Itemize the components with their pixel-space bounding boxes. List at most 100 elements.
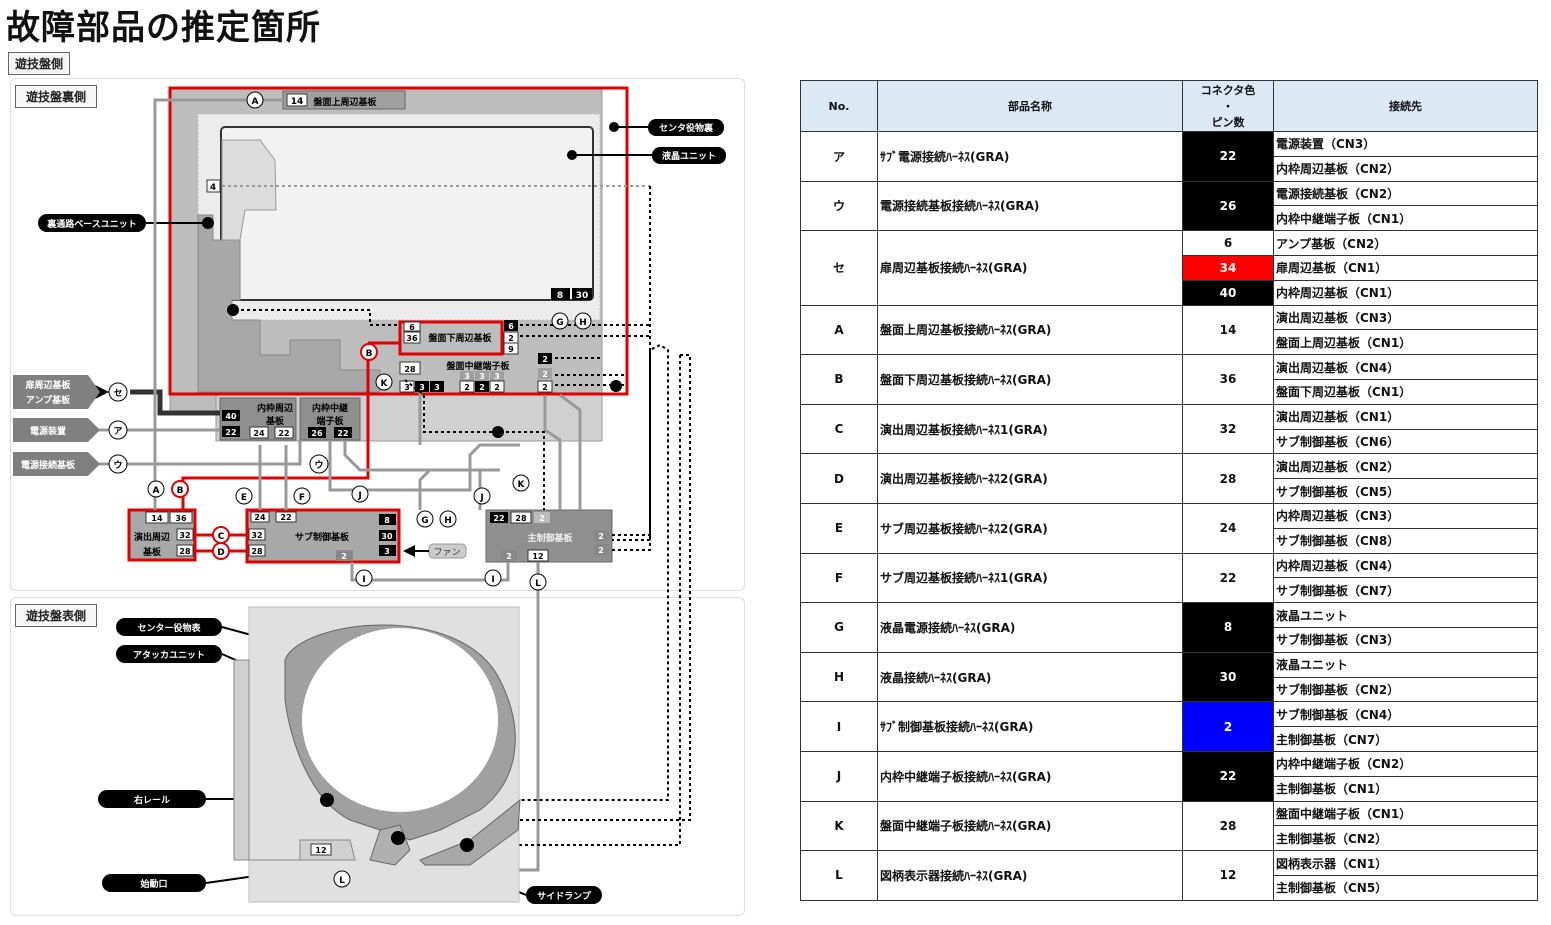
pin-36-lower [403, 331, 421, 344]
cell-dest: 電源接続基板（CN2） [1273, 180, 1538, 207]
dot-front-2 [391, 831, 405, 845]
ens-pin-32: 32 [179, 531, 190, 540]
cell-name: 盤面上周辺基板接続ﾊｰﾈｽ(GRA) [877, 304, 1183, 356]
marker-c: C [218, 532, 225, 542]
pin-26 [308, 427, 326, 438]
pin-30-lcd-text: 30 [576, 291, 589, 301]
power-unit-shape [13, 418, 100, 442]
callouts: センタ役物裏 液晶ユニット 裏通路ベースユニット センター役物表 アタッカユニッ… [38, 119, 726, 904]
main-board-label: 主制御基板 [527, 532, 573, 544]
cell-pins: 2 [1182, 701, 1274, 752]
cell-pins: 22 [1182, 750, 1274, 802]
wire-u-kana [86, 440, 302, 466]
ens-pin-28: 28 [179, 547, 191, 556]
cell-name: サブ周辺基板接続ﾊｰﾈｽ1(GRA) [877, 552, 1183, 604]
callout-start-port: 始動口 [140, 878, 167, 890]
cell-no: A [800, 304, 878, 356]
cell-dest: 主制御基板（CN7） [1273, 726, 1538, 752]
cell-pins: 28 [1182, 453, 1274, 504]
cell-dest: サブ制御基板（CN7） [1273, 577, 1538, 604]
header-name: 部品名称 [877, 80, 1183, 132]
pin-2-r-text: 2 [508, 334, 514, 343]
sub-pin-22: 22 [280, 513, 291, 522]
cell-dest: 盤面上周辺基板（CN1） [1273, 329, 1538, 356]
relay-pin-3b: 3 [419, 383, 425, 392]
wire-se [130, 389, 220, 416]
relay-pin-3e: 3 [479, 372, 485, 381]
callout-side-lamp: サイドランプ [537, 890, 592, 902]
marker-u-kana: ウ [113, 460, 122, 471]
power-board-shape [13, 452, 100, 476]
table-row: 盤面上周辺基板（CN1） [801, 329, 1538, 356]
cell-no: H [800, 651, 878, 703]
dot-front-1 [320, 793, 334, 807]
cell-no: E [800, 502, 878, 554]
sub-pin-8: 8 [384, 516, 390, 525]
dot-relay [610, 380, 622, 392]
cell-dest: 盤面中継端子板（CN1） [1273, 800, 1538, 827]
pin-6-r [504, 320, 518, 331]
pin-14-upper-text: 14 [291, 97, 304, 107]
cell-dest: サブ制御基板（CN8） [1273, 527, 1538, 554]
upper-board-label: 盤面上周辺基板 [312, 96, 377, 108]
pin-28-relay [399, 361, 421, 375]
relay-pin-3c: 3 [434, 383, 440, 392]
table-row: サブ制御基板（CN5） [801, 478, 1538, 504]
cell-name: 電源接続基板接続ﾊｰﾈｽ(GRA) [877, 180, 1183, 232]
main-pin-12: 12 [532, 552, 543, 561]
callout-lcd: 液晶ユニット [662, 150, 716, 162]
cell-dest: 図柄表示器（CN1） [1273, 850, 1538, 876]
pin-22-inner [222, 426, 240, 437]
sub-pin-28: 28 [251, 547, 263, 556]
marker-a-top: A [252, 97, 259, 107]
sub-pin-30: 30 [381, 532, 393, 541]
pin-40 [222, 410, 240, 421]
pin-26-text: 26 [311, 429, 323, 438]
dot-ura [227, 304, 239, 316]
cell-no: ウ [800, 180, 878, 232]
cell-pins: 34 [1182, 254, 1274, 281]
cell-dest: 内枠周辺基板（CN2） [1273, 155, 1538, 182]
cell-pins: 36 [1182, 354, 1274, 405]
cell-dest: 主制御基板（CN1） [1273, 775, 1538, 802]
cell-no: G [800, 602, 878, 653]
main-pin-2c: 2 [598, 546, 604, 555]
cell-dest: サブ制御基板（CN3） [1273, 626, 1538, 653]
marker-j-2: J [479, 493, 483, 503]
cell-no: I [800, 701, 878, 752]
main-pin-2a: 2 [539, 514, 545, 523]
pin-30-lcd [572, 288, 592, 300]
table-row: 主制御基板（CN1） [801, 775, 1538, 802]
marker-g-bottom: G [421, 516, 428, 526]
cell-dest: 内枠周辺基板（CN3） [1273, 502, 1538, 529]
center-window [302, 628, 498, 812]
pin-22-inner-b [274, 426, 294, 439]
marker-j-1: J [357, 491, 361, 501]
cell-dest: サブ制御基板（CN5） [1273, 478, 1538, 504]
cell-dest: 主制御基板（CN5） [1273, 874, 1538, 901]
main-pins: 22 28 2 2 2 2 12 [490, 511, 609, 562]
cell-dest: アンプ基板（CN2） [1273, 230, 1538, 256]
gray-wires [153, 98, 582, 872]
lower-board-label: 盤面下周辺基板 [427, 332, 492, 344]
callout-center-back: センタ役物裏 [659, 122, 714, 134]
pin-22-relay [334, 427, 352, 438]
cell-dest: サブ制御基板（CN4） [1273, 701, 1538, 728]
marker-l-2: L [339, 876, 345, 886]
cell-pins: 30 [1182, 651, 1274, 703]
cell-dest: 液晶ユニット [1273, 602, 1538, 628]
relay-pins: 3 3 3 3 3 3 2 2 2 2 2 2 [399, 353, 553, 393]
enshutsu-pins: 14 36 32 28 [145, 511, 194, 557]
sub-pin-3: 3 [384, 547, 390, 556]
table-row: 盤面下周辺基板（CN1） [801, 378, 1538, 405]
relay-pin-3f: 3 [494, 372, 500, 381]
highlight-board [168, 86, 629, 396]
cell-pins: 22 [1182, 131, 1274, 182]
cell-name: 液晶電源接続ﾊｰﾈｽ(GRA) [877, 602, 1183, 653]
cell-name: 内枠中継端子板接続ﾊｰﾈｽ(GRA) [877, 750, 1183, 802]
section-tag: 遊技盤側 [8, 52, 71, 75]
